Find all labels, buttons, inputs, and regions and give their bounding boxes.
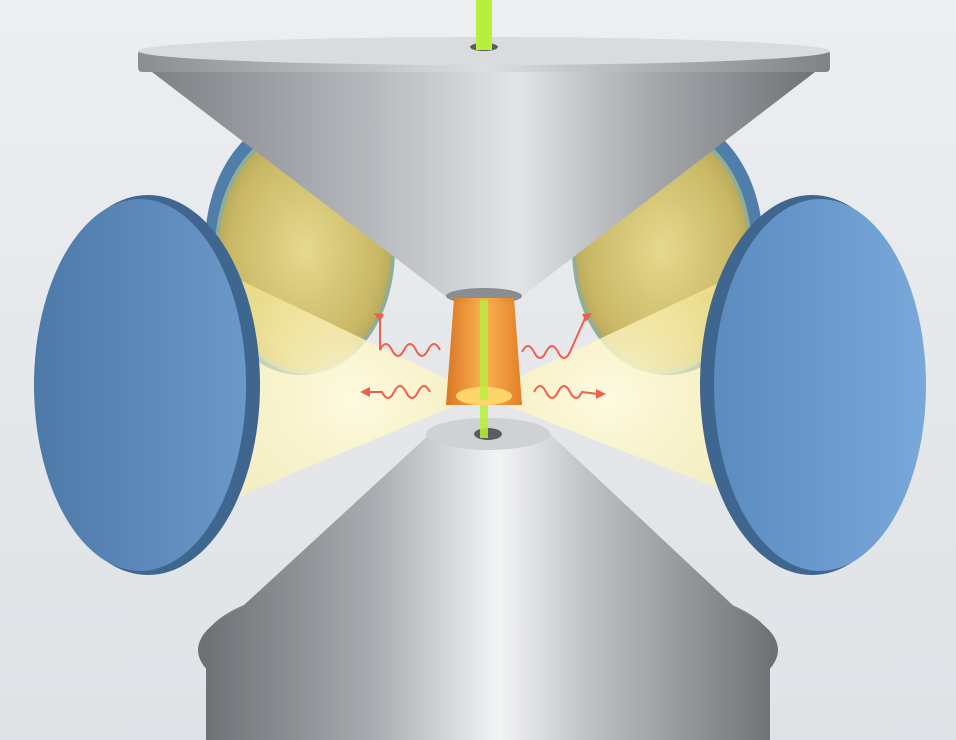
arrowhead-upper-right (582, 313, 592, 322)
right-mirror (700, 195, 926, 575)
emission-waves (368, 315, 599, 399)
emission-wave-lower-right (533, 385, 599, 399)
emission-wave-lower-left (368, 385, 431, 399)
arrowhead-lower-right (596, 389, 606, 399)
right-light-cone (480, 280, 735, 495)
arrowhead-lower-left (360, 387, 370, 397)
emission-wave-upper-left (379, 316, 441, 357)
left-light-cone (230, 280, 480, 500)
laser-beam-top (476, 0, 492, 50)
arrowhead-upper-left (374, 313, 384, 322)
lower-cone (198, 418, 778, 740)
sample (446, 298, 522, 405)
left-mirror (34, 195, 260, 575)
emission-wave-upper-right (521, 315, 587, 359)
emission-arrowheads (360, 313, 606, 399)
